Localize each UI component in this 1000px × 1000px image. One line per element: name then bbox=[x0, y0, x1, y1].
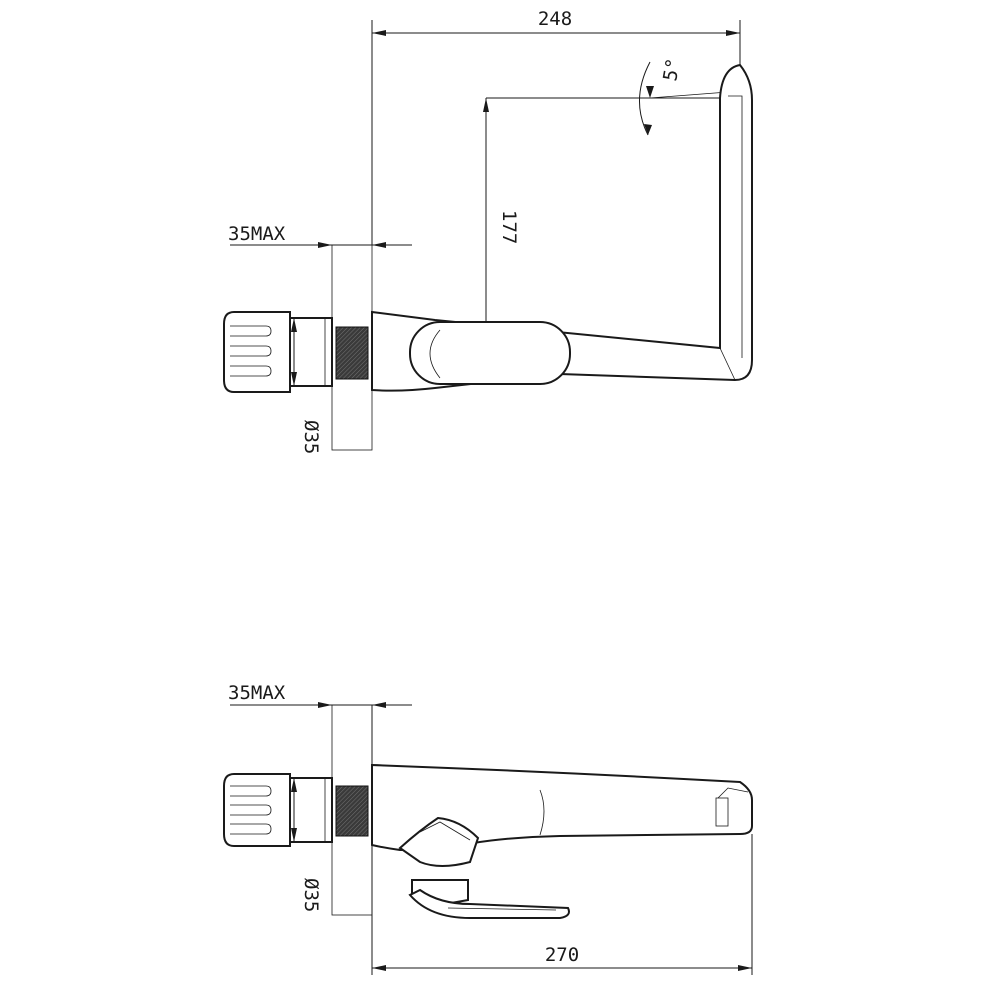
dim-label-270: 270 bbox=[545, 944, 579, 966]
dim-label-dia35-bottom: Ø35 bbox=[300, 878, 322, 912]
dimension-dia35-top: Ø35 bbox=[291, 318, 322, 454]
dimension-35max-bottom: 35MAX bbox=[228, 682, 412, 708]
dim-label-248: 248 bbox=[538, 8, 572, 30]
bottom-view: 35MAX Ø35 bbox=[223, 682, 753, 975]
dim-label-dia35-top: Ø35 bbox=[300, 420, 322, 454]
nut-cap-top bbox=[223, 311, 291, 393]
dim-label-35max-bottom: 35MAX bbox=[228, 682, 286, 704]
dimension-35max-top: 35MAX bbox=[228, 223, 412, 248]
dimension-dia35-bottom: Ø35 bbox=[291, 778, 322, 912]
thread-top bbox=[335, 326, 369, 380]
dim-label-177: 177 bbox=[498, 210, 520, 244]
dimension-angle: 5° bbox=[639, 57, 729, 136]
dim-label-35max-top: 35MAX bbox=[228, 223, 286, 245]
lever-handle-top bbox=[409, 321, 571, 385]
dim-label-angle: 5° bbox=[659, 57, 685, 83]
nut-cap-bottom bbox=[223, 773, 291, 847]
top-view: 248 5° 177 35MAX bbox=[223, 8, 753, 454]
collar-bottom bbox=[289, 777, 333, 843]
collar-top bbox=[289, 317, 333, 387]
thread-bottom bbox=[335, 785, 369, 837]
dimension-270: 270 bbox=[372, 834, 753, 975]
dimension-248: 248 bbox=[371, 8, 741, 245]
lever-handle-bottom bbox=[398, 816, 570, 919]
faucet-body-top bbox=[371, 63, 753, 392]
dimension-177: 177 bbox=[483, 97, 720, 355]
